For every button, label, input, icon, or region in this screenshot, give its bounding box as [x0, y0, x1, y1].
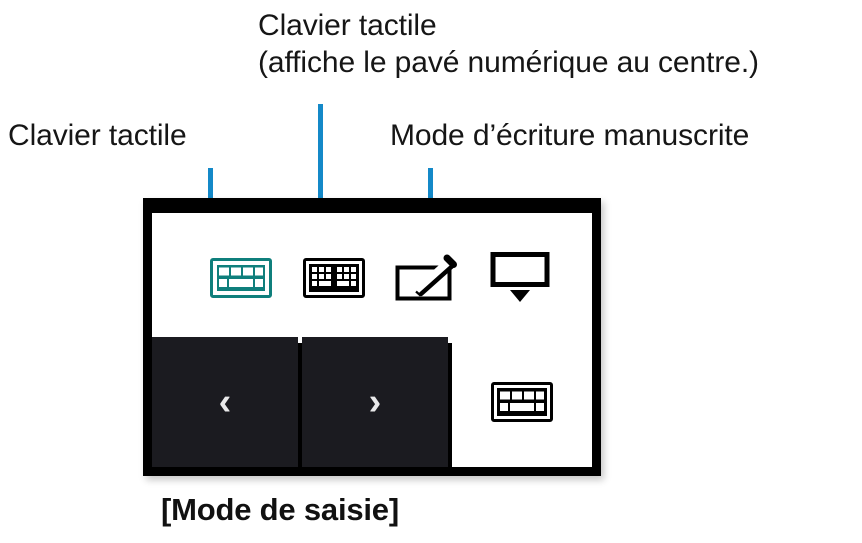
- show-keyboard-button[interactable]: [452, 337, 592, 467]
- callout-label-numpad-line2: (affiche le pavé numérique au centre.): [258, 45, 759, 79]
- callout-leader-line-numpad: [318, 104, 323, 240]
- figure-caption: [Mode de saisie]: [161, 492, 399, 527]
- mode-handwriting[interactable]: [380, 213, 473, 343]
- callout-label-touch-keyboard: Clavier tactile: [8, 119, 187, 152]
- device-screen: ‹ ›: [152, 207, 592, 467]
- callout-label-numpad-line1: Clavier tactile: [258, 9, 437, 42]
- next-button[interactable]: ›: [302, 337, 448, 467]
- pen-tablet-icon: [394, 254, 460, 302]
- device-frame: ‹ ›: [143, 198, 601, 476]
- keyboard-icon: [209, 258, 272, 298]
- mode-numeric-keypad[interactable]: [287, 213, 380, 343]
- chevron-right-icon: ›: [368, 381, 382, 423]
- chevron-left-icon: ‹: [218, 381, 232, 423]
- panel-collapse-icon: [489, 252, 551, 304]
- mode-touch-keyboard[interactable]: [194, 213, 287, 343]
- navigation-row: ‹ ›: [152, 337, 592, 467]
- keyboard-icon: [491, 382, 553, 422]
- numeric-keypad-icon: [302, 258, 365, 298]
- callout-label-handwriting: Mode d’écriture manuscrite: [390, 119, 750, 152]
- prev-button[interactable]: ‹: [152, 337, 298, 467]
- callout-label-numpad: Clavier tactile (affiche le pavé numériq…: [258, 8, 759, 81]
- input-mode-bar: [152, 213, 592, 343]
- mode-hide-panel[interactable]: [473, 213, 566, 343]
